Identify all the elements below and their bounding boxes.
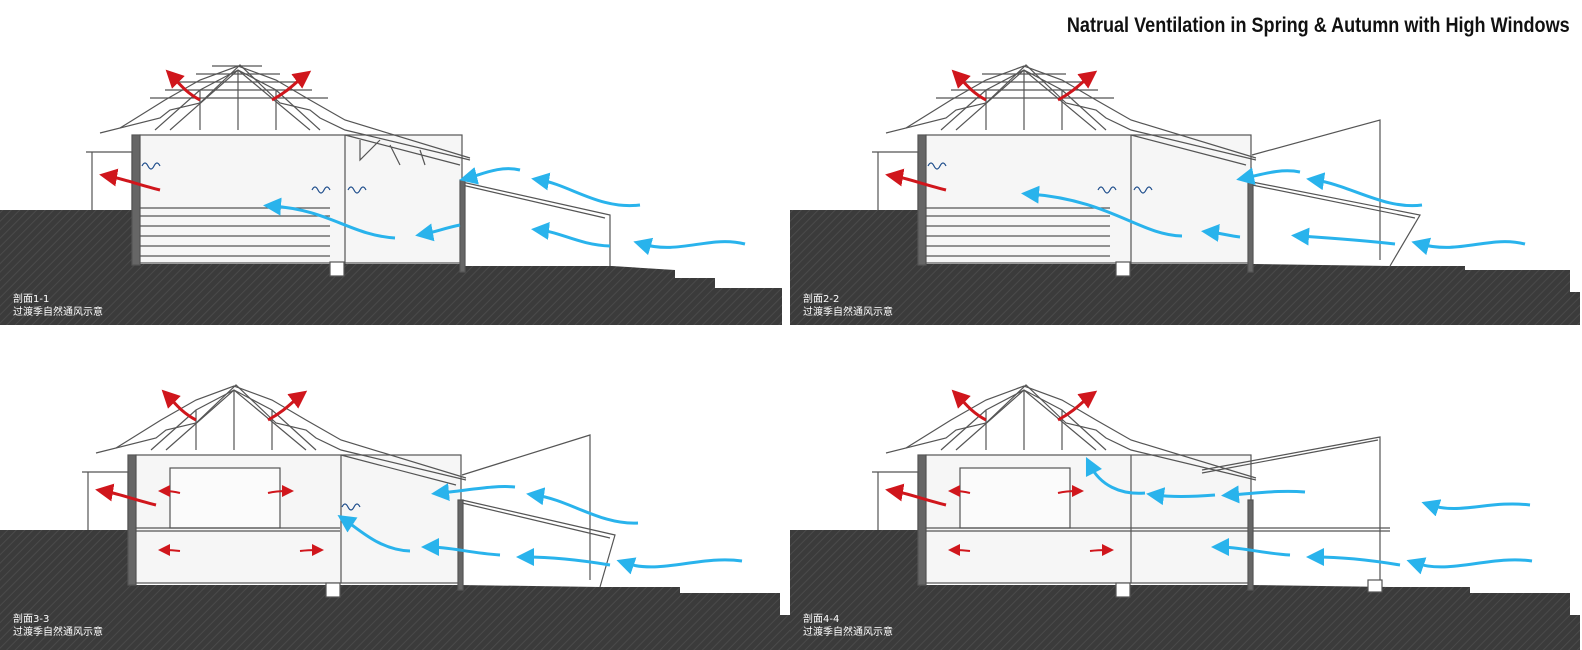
- building-structure: [872, 384, 1390, 598]
- building-structure: [872, 64, 1421, 277]
- section-drawing: [0, 384, 790, 650]
- caption-text: 过渡季自然通风示意: [13, 307, 103, 318]
- building-structure: [86, 64, 611, 277]
- section-caption: 剖面4-4 过渡季自然通风示意: [803, 613, 893, 639]
- cool-air-arrows: [1021, 167, 1526, 256]
- section-label: 剖面1-1: [13, 294, 50, 305]
- section-panel-2-2: 剖面2-2 过渡季自然通风示意: [790, 0, 1580, 325]
- heat-wave-icons: [141, 162, 367, 194]
- section-panel-4-4: 剖面4-4 过渡季自然通风示意: [790, 325, 1580, 650]
- warm-air-arrows: [95, 389, 324, 557]
- diagram-title: Natrual Ventilation in Spring & Autumn w…: [1067, 14, 1570, 37]
- ground-terrain: [790, 530, 1580, 650]
- warm-air-arrows: [885, 69, 1098, 192]
- section-panel-1-1: 剖面1-1 过渡季自然通风示意: [0, 0, 790, 325]
- heat-wave-icons: [927, 162, 1153, 194]
- building-structure: [82, 384, 616, 598]
- cool-air-arrows: [337, 483, 743, 575]
- section-caption: 剖面3-3 过渡季自然通风示意: [13, 613, 103, 639]
- heat-wave-icons: [341, 503, 361, 511]
- section-label: 剖面4-4: [803, 614, 840, 625]
- section-panel-3-3: 剖面3-3 过渡季自然通风示意: [0, 325, 790, 650]
- section-caption: 剖面2-2 过渡季自然通风示意: [803, 293, 893, 319]
- section-label: 剖面2-2: [803, 294, 840, 305]
- warm-air-arrows: [885, 389, 1114, 557]
- ground-terrain: [0, 210, 782, 325]
- section-drawing: [790, 64, 1580, 325]
- section-drawing: [0, 64, 782, 325]
- caption-text: 过渡季自然通风示意: [13, 627, 103, 638]
- section-drawing: [790, 384, 1580, 650]
- cool-air-arrows: [263, 167, 746, 256]
- warm-air-arrows: [99, 69, 312, 192]
- caption-text: 过渡季自然通风示意: [803, 307, 893, 318]
- section-label: 剖面3-3: [13, 614, 50, 625]
- ground-terrain: [0, 530, 790, 650]
- cool-air-arrows: [1085, 456, 1533, 575]
- caption-text: 过渡季自然通风示意: [803, 627, 893, 638]
- section-caption: 剖面1-1 过渡季自然通风示意: [13, 293, 103, 319]
- ground-terrain: [790, 210, 1580, 325]
